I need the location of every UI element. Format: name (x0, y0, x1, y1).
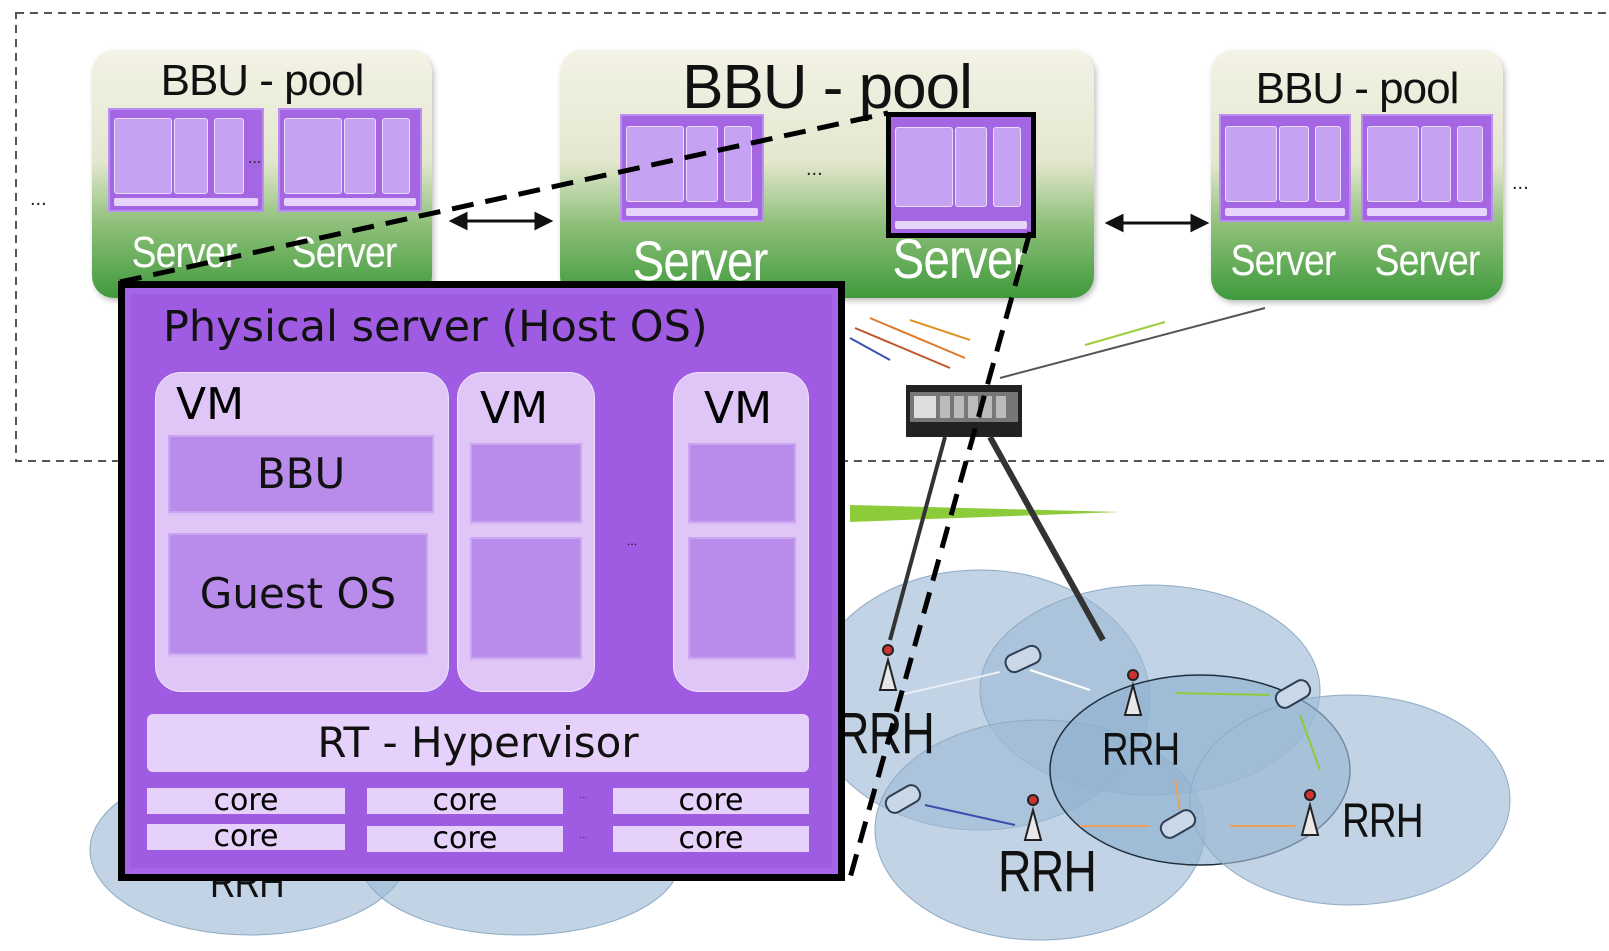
pool-label: BBU - pool (1255, 64, 1460, 113)
ellipsis: ... (806, 158, 823, 180)
fronthaul-beam (850, 505, 1120, 522)
rrh-label: RRH (1342, 795, 1424, 848)
server-label: Server (131, 228, 237, 277)
bbu-block: BBU (168, 435, 434, 513)
server-label: Server (1230, 236, 1336, 285)
bbu-pool-left: BBU - pool ... Server Server (92, 50, 432, 298)
vm-block (688, 537, 796, 659)
vm-label: VM (704, 383, 773, 434)
core-ellipsis: ... (579, 790, 588, 801)
vm-3: VM (673, 372, 809, 692)
server-icon (1361, 114, 1493, 222)
rt-hypervisor-bar: RT - Hypervisor (147, 714, 809, 772)
core-ellipsis: ... (579, 830, 588, 841)
bbu-pool-center: BBU - pool ... Server Server (560, 50, 1094, 298)
cpu-core: core (613, 824, 809, 854)
server-icon (1219, 114, 1351, 222)
backhaul-link (999, 307, 1266, 379)
guest-os-block: Guest OS (168, 533, 428, 655)
vm-label: VM (176, 379, 245, 430)
ellipsis-left: ... (30, 188, 47, 210)
ellipsis-right: ... (1512, 172, 1529, 194)
vm-bbu: VM BBU Guest OS (155, 372, 449, 692)
switch-icon (906, 385, 1022, 437)
server-icon (108, 108, 264, 212)
server-label: Server (892, 227, 1028, 290)
server-icon (278, 108, 422, 212)
physical-server-title: Physical server (Host OS) (163, 302, 708, 352)
cpu-core: core (367, 786, 563, 816)
physical-server-body: Physical server (Host OS) VM BBU Guest O… (131, 294, 832, 868)
cpu-core: core (367, 824, 563, 854)
rrh-label: RRH (836, 701, 935, 766)
vm-block (688, 443, 796, 523)
pool-label: BBU - pool (160, 56, 365, 105)
vm-ellipsis: ... (627, 534, 638, 548)
cpu-core: core (147, 822, 345, 852)
vm-block (470, 443, 582, 523)
rrh-label: RRH (998, 839, 1097, 904)
highlighted-server-icon (886, 112, 1036, 238)
cpu-core: core (147, 786, 345, 816)
vm-2: VM (457, 372, 595, 692)
bbu-pool-right: BBU - pool Server Server (1211, 50, 1503, 300)
ellipsis: ... (248, 150, 262, 167)
server-label: Server (291, 228, 397, 277)
vm-block (470, 537, 582, 659)
server-label: Server (1374, 236, 1480, 285)
rrh-label: RRH (1102, 723, 1180, 775)
physical-server-zoom: Physical server (Host OS) VM BBU Guest O… (118, 281, 845, 881)
server-icon (620, 114, 764, 222)
vm-label: VM (480, 383, 549, 434)
traffic-arrows (849, 317, 1166, 369)
pool-label: BBU - pool (682, 53, 973, 122)
cpu-core: core (613, 786, 809, 816)
